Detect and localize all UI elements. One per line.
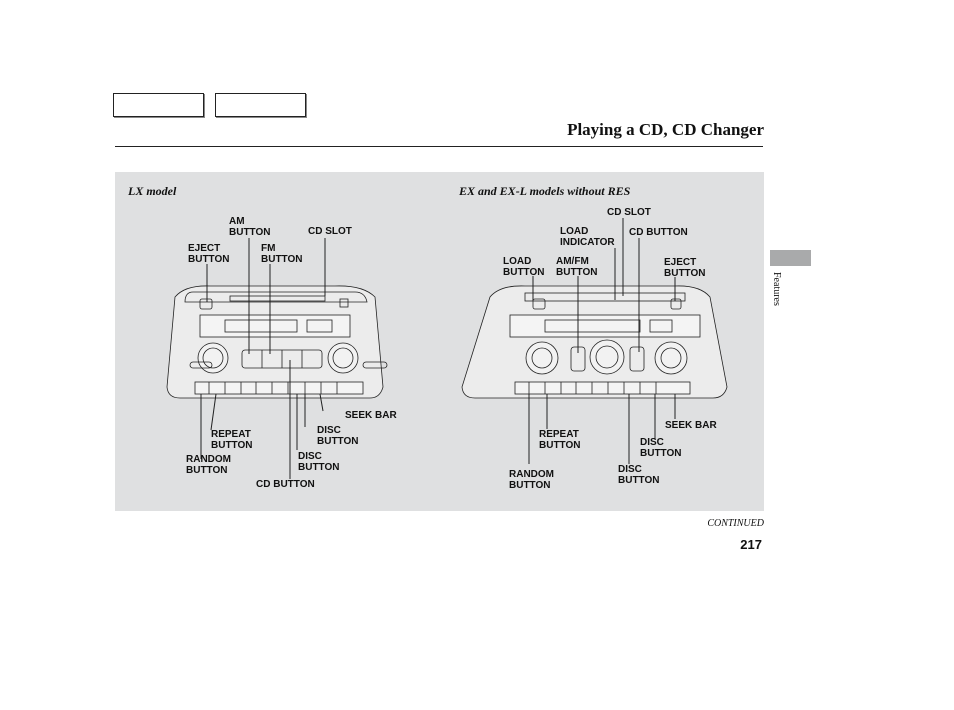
lx-seek-bar-callout: SEEK BAR <box>345 410 397 421</box>
page-number: 217 <box>740 537 762 552</box>
lx-cd-slot-callout: CD SLOT <box>308 226 352 237</box>
ex-cd-slot-callout: CD SLOT <box>607 207 651 218</box>
nav-tab-2[interactable] <box>215 93 306 117</box>
ex-leader-lines <box>528 218 676 464</box>
lx-am-button-callout: AM BUTTON <box>229 216 271 238</box>
lx-cd-button-callout: CD BUTTON <box>256 479 315 490</box>
page-title: Playing a CD, CD Changer <box>567 120 764 139</box>
lx-disc-button-callout-1: DISC BUTTON <box>317 425 359 447</box>
ex-random-button-callout: RANDOM BUTTON <box>509 469 554 491</box>
section-label: Features <box>771 272 782 306</box>
continued-note: CONTINUED <box>707 518 764 529</box>
ex-disc-button-callout-2: DISC BUTTON <box>618 464 660 486</box>
ex-radio-unit <box>461 285 728 399</box>
lx-disc-button-callout-2: DISC BUTTON <box>298 451 340 473</box>
ex-model-label: EX and EX-L models without RES <box>459 184 631 198</box>
ex-eject-button-callout: EJECT BUTTON <box>664 257 706 279</box>
lx-repeat-button-callout: REPEAT BUTTON <box>211 429 253 451</box>
lx-eject-button-callout: EJECT BUTTON <box>188 243 230 265</box>
nav-tab-1[interactable] <box>113 93 204 117</box>
lx-random-button-callout: RANDOM BUTTON <box>186 454 231 476</box>
ex-amfm-button-callout: AM/FM BUTTON <box>556 256 598 278</box>
lx-radio-unit <box>166 285 388 399</box>
ex-load-button-callout: LOAD BUTTON <box>503 256 545 278</box>
ex-repeat-button-callout: REPEAT BUTTON <box>539 429 581 451</box>
section-tab[interactable] <box>770 250 811 266</box>
ex-seek-bar-callout: SEEK BAR <box>665 420 717 431</box>
radio-diagrams <box>166 218 728 479</box>
ex-disc-button-callout-1: DISC BUTTON <box>640 437 682 459</box>
lx-leader-lines <box>200 238 326 479</box>
lx-fm-button-callout: FM BUTTON <box>261 243 303 265</box>
ex-load-indicator-callout: LOAD INDICATOR <box>560 226 615 248</box>
ex-cd-button-callout: CD BUTTON <box>629 227 688 238</box>
lx-model-label: LX model <box>128 184 177 198</box>
figure-panel: LX model AM BUTTON EJECT BUTTON FM BUTTO… <box>115 172 764 511</box>
title-divider <box>115 146 763 147</box>
